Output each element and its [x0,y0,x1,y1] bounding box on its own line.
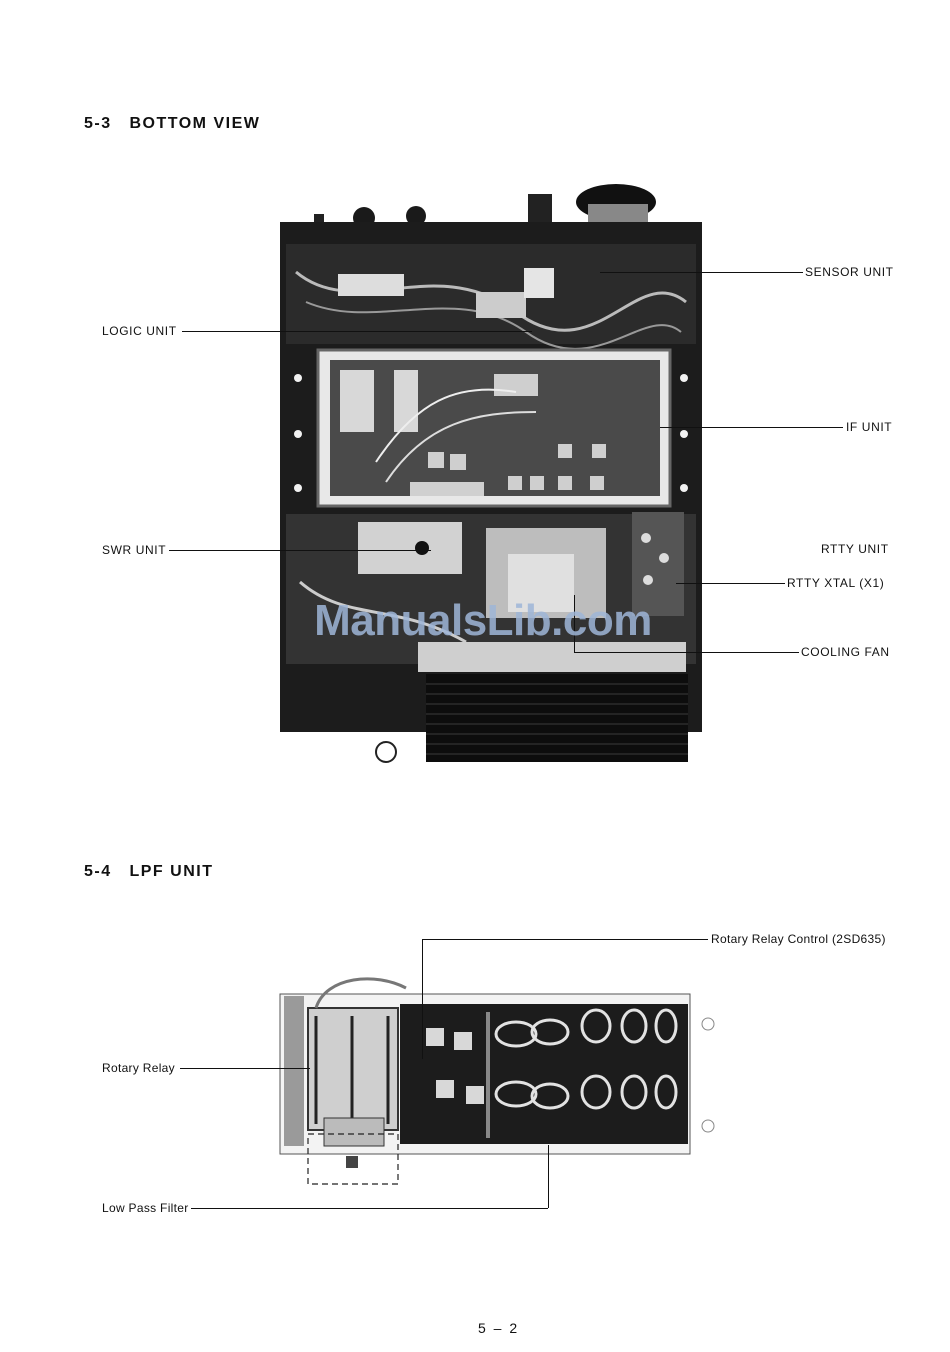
leader-rotary-relay [180,1068,310,1069]
section-title: BOTTOM VIEW [129,115,260,132]
lpf-unit-photo [276,968,722,1190]
label-low-pass-filter: Low Pass Filter [102,1201,189,1215]
bottom-view-photo [276,182,708,774]
label-sensor-unit: SENSOR UNIT [805,265,894,279]
watermark: ManualsLib.com [268,596,698,646]
leader-cooling-fan [574,652,799,653]
label-swr-unit: SWR UNIT [102,543,166,557]
leader-rotary-relay-control-vertical [422,939,423,1059]
label-cooling-fan: COOLING FAN [801,645,890,659]
section-title: LPF UNIT [129,863,213,880]
leader-low-pass-filter-vertical [548,1145,549,1208]
leader-if-unit [660,427,843,428]
section-number: 5-4 [84,863,112,880]
label-rotary-relay: Rotary Relay [102,1061,175,1075]
leader-rtty-xtal [676,583,785,584]
leader-low-pass-filter [191,1208,548,1209]
section-heading-lpf-unit: 5-4 LPF UNIT [84,863,213,881]
leader-rotary-relay-control [422,939,708,940]
section-heading-bottom-view: 5-3 BOTTOM VIEW [84,115,260,133]
label-rtty-xtal: RTTY XTAL (X1) [787,576,884,590]
leader-swr-unit [169,550,431,551]
section-number: 5-3 [84,115,112,132]
label-if-unit: IF UNIT [846,420,892,434]
leader-sensor-unit [600,272,803,273]
label-rotary-relay-control: Rotary Relay Control (2SD635) [711,932,886,946]
label-logic-unit: LOGIC UNIT [102,324,177,338]
leader-logic-unit [182,331,532,332]
page-number: 5 – 2 [478,1320,519,1336]
label-rtty-unit: RTTY UNIT [821,542,889,556]
